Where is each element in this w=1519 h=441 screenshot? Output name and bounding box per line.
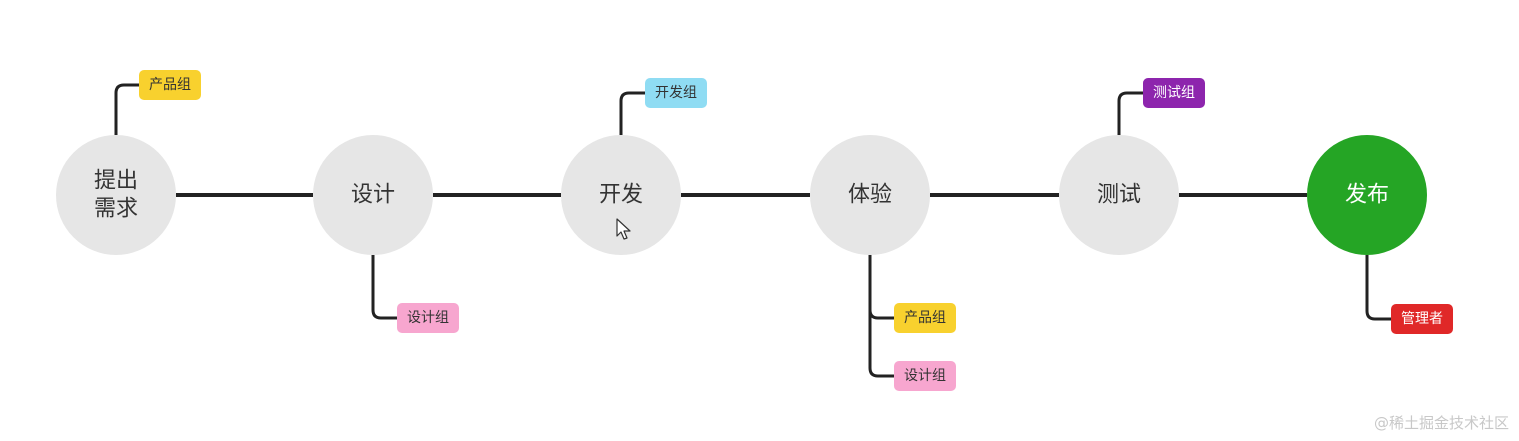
team-tag-label: 管理者 xyxy=(1401,311,1443,327)
team-tag-badge xyxy=(139,70,201,100)
process-node-n4[interactable]: 体验 xyxy=(810,135,930,255)
team-tag[interactable]: 测试组 xyxy=(1143,78,1205,108)
process-node-label: 需求 xyxy=(94,197,138,222)
process-node-label: 提出 xyxy=(94,169,138,194)
team-tag-badge xyxy=(894,303,956,333)
team-tag-label: 设计组 xyxy=(407,310,449,326)
tag-connector xyxy=(1117,91,1143,135)
process-node-circle xyxy=(810,135,930,255)
process-node-label: 设计 xyxy=(351,183,395,208)
team-tag-badge xyxy=(1143,78,1205,108)
tag-connector xyxy=(1365,255,1391,321)
team-tag-badge xyxy=(1391,304,1453,334)
team-tag[interactable]: 开发组 xyxy=(645,78,707,108)
process-node-circle xyxy=(561,135,681,255)
team-tag[interactable]: 管理者 xyxy=(1391,304,1453,334)
team-tag-badge xyxy=(645,78,707,108)
team-tag[interactable]: 设计组 xyxy=(397,303,459,333)
team-tag-badge xyxy=(397,303,459,333)
watermark: @稀土掘金技术社区 xyxy=(1373,414,1509,432)
team-tag-badge xyxy=(894,361,956,391)
team-tag-label: 开发组 xyxy=(655,85,697,101)
process-node-n5[interactable]: 测试 xyxy=(1059,135,1179,255)
process-node-circle xyxy=(313,135,433,255)
process-node-label: 发布 xyxy=(1345,183,1389,208)
process-node-circle xyxy=(56,135,176,255)
process-node-label: 体验 xyxy=(848,183,892,208)
connectors xyxy=(114,83,1391,378)
process-node-circle xyxy=(1307,135,1427,255)
team-tag[interactable]: 设计组 xyxy=(894,361,956,391)
team-tag-label: 产品组 xyxy=(149,77,191,93)
process-node-label: 测试 xyxy=(1097,183,1141,208)
tag-connector xyxy=(868,255,894,320)
process-node-n2[interactable]: 设计 xyxy=(313,135,433,255)
tag-connector xyxy=(114,83,139,135)
team-tag-label: 设计组 xyxy=(904,368,946,384)
tag-connector xyxy=(371,255,397,320)
process-node-circle xyxy=(1059,135,1179,255)
process-node-n3[interactable]: 开发 xyxy=(561,135,681,255)
team-tag-label: 测试组 xyxy=(1153,85,1195,101)
mouse-cursor-icon xyxy=(616,218,631,240)
team-tag[interactable]: 产品组 xyxy=(894,303,956,333)
process-node-label: 开发 xyxy=(599,183,643,208)
tag-connector xyxy=(868,255,894,378)
team-tag[interactable]: 产品组 xyxy=(139,70,201,100)
process-node-n6[interactable]: 发布 xyxy=(1307,135,1427,255)
team-tag-label: 产品组 xyxy=(904,310,946,326)
tag-connector xyxy=(619,91,645,135)
